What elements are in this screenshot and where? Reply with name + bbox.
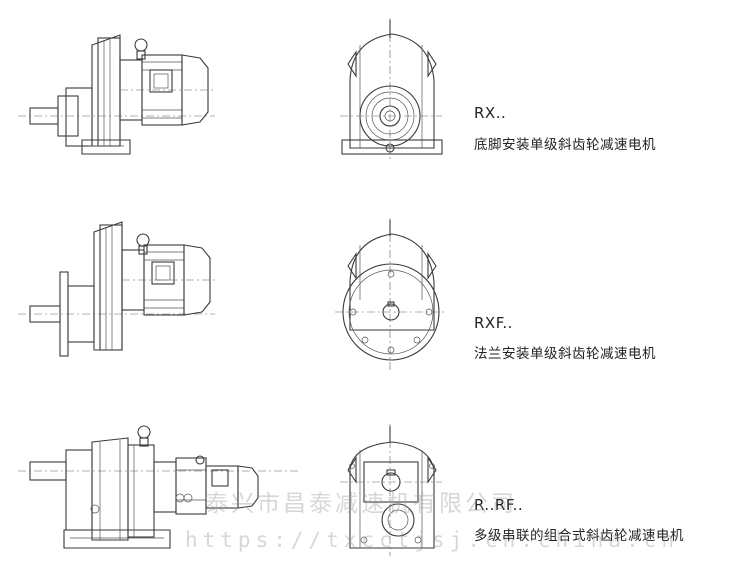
model-label-rxf: RXF.. bbox=[474, 314, 513, 332]
model-label-r-rf: R..RF.. bbox=[474, 496, 524, 514]
model-label-rx: RX.. bbox=[474, 104, 507, 122]
r-rf-front-view bbox=[340, 424, 442, 556]
rxf-front-view bbox=[335, 218, 447, 372]
watermark-company: 泰兴市昌泰减速机有限公司 bbox=[205, 491, 517, 517]
rx-side-view bbox=[18, 34, 215, 155]
rx-front-view bbox=[340, 18, 443, 160]
rxf-side-view bbox=[18, 221, 215, 357]
description-rx: 底脚安装单级斜齿轮减速电机 bbox=[474, 137, 656, 153]
description-rxf: 法兰安装单级斜齿轮减速电机 bbox=[474, 346, 656, 362]
r-rf-side-view bbox=[18, 425, 300, 549]
description-r-rf: 多级串联的组合式斜齿轮减速电机 bbox=[474, 528, 684, 544]
watermark-url: https://txcctjsj.cn.china.cn bbox=[185, 528, 680, 552]
